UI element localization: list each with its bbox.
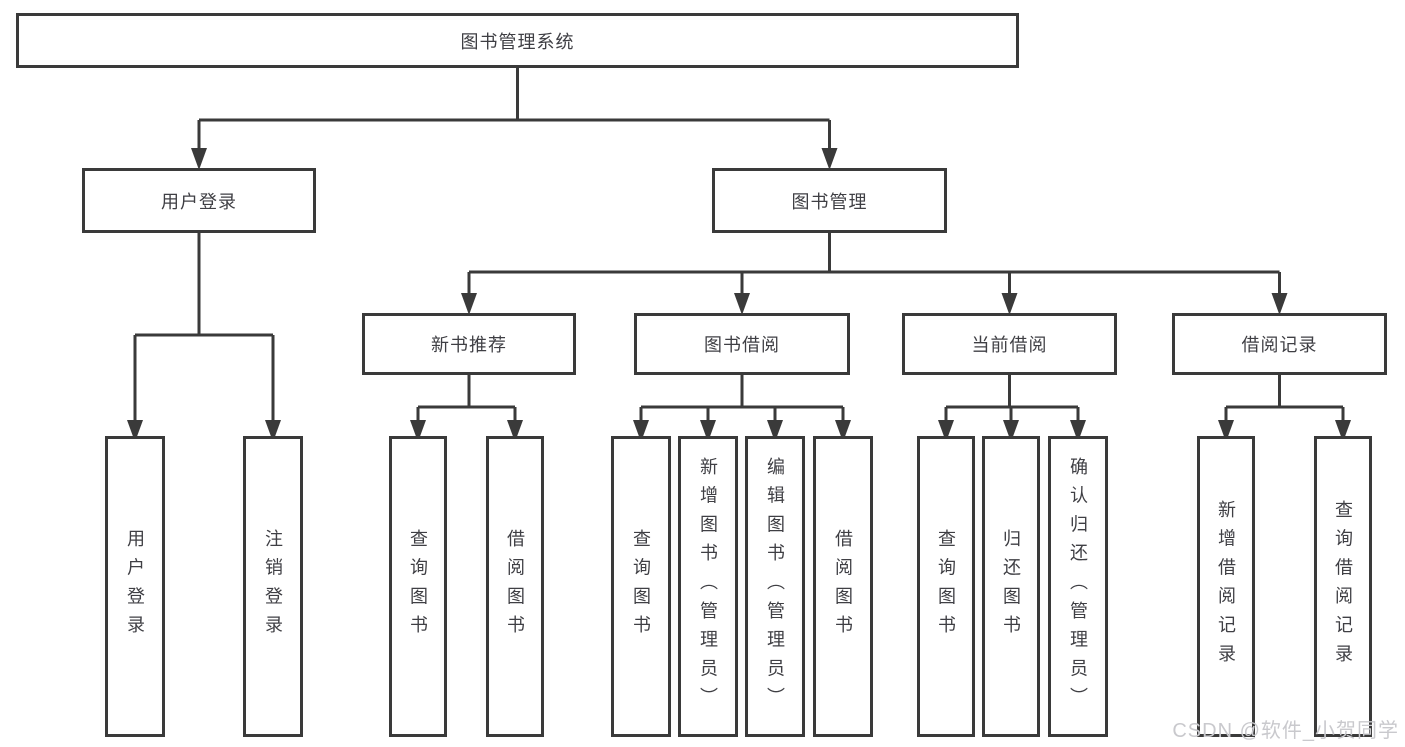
node-book-borrowing: 图书借阅 [634,313,850,375]
leaf-logout: 注销登录 [243,436,303,737]
leaf-user-login: 用户登录 [105,436,165,737]
leaf-query-books-borrowing: 查询图书 [611,436,671,737]
arrowhead [835,420,851,442]
arrowhead [1335,420,1351,442]
node-book-management: 图书管理 [712,168,947,233]
leaf-query-books-recommend: 查询图书 [389,436,447,737]
arrowhead [1070,420,1086,442]
arrowhead [461,293,477,315]
leaf-add-borrow-record: 新增借阅记录 [1197,436,1255,737]
arrowhead [1218,420,1234,442]
arrowhead [127,420,143,442]
leaf-edit-books-admin: 编辑图书（管理员） [745,436,805,737]
node-borrowing-records: 借阅记录 [1172,313,1387,375]
node-new-book-recommend: 新书推荐 [362,313,576,375]
leaf-confirm-return-admin: 确认归还（管理员） [1048,436,1108,737]
arrowhead [1003,420,1019,442]
arrowhead [700,420,716,442]
csdn-watermark: CSDN @软件_小贺同学 [1172,720,1399,742]
arrowhead [191,148,207,170]
leaf-query-books-current: 查询图书 [917,436,975,737]
arrowhead [734,293,750,315]
arrowhead [1001,293,1018,315]
arrowhead [767,420,783,442]
arrowhead [1271,293,1288,315]
arrowhead [410,420,426,442]
node-root: 图书管理系统 [16,13,1019,68]
leaf-query-borrow-record: 查询借阅记录 [1314,436,1372,737]
leaf-borrow-books-recommend: 借阅图书 [486,436,544,737]
arrowhead [265,420,281,442]
arrowhead [938,420,954,442]
node-current-borrowing: 当前借阅 [902,313,1117,375]
arrowhead [633,420,649,442]
arrowhead [821,148,838,170]
leaf-add-books-admin: 新增图书（管理员） [678,436,738,737]
arrowhead [507,420,523,442]
node-user-login: 用户登录 [82,168,316,233]
leaf-return-books: 归还图书 [982,436,1040,737]
leaf-borrow-books: 借阅图书 [813,436,873,737]
